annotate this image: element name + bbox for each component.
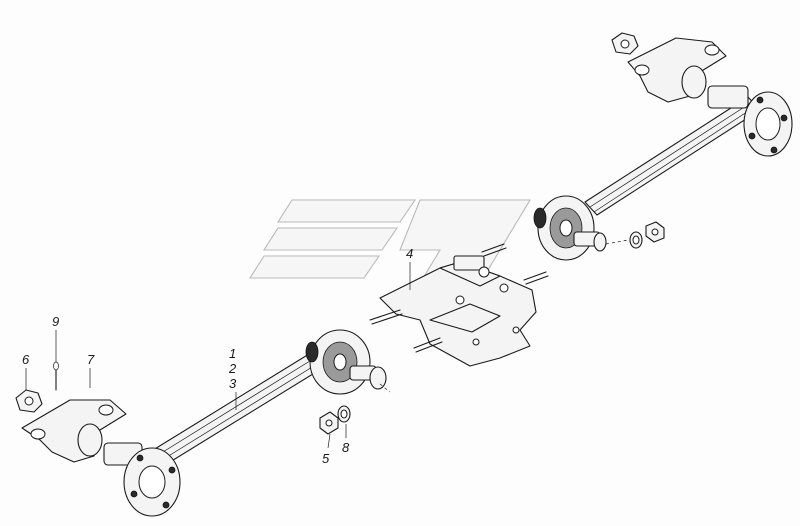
leader-lines — [25, 262, 411, 449]
callout-1: 1 — [229, 346, 236, 361]
nut-right-small — [645, 221, 665, 243]
callout-5: 5 — [322, 451, 330, 466]
callout-9: 9 — [52, 314, 59, 329]
callout-3: 3 — [229, 376, 237, 391]
tie-rod-right — [584, 96, 761, 216]
washer-left — [337, 405, 351, 423]
callout-4: 4 — [406, 246, 413, 261]
nut-left-small — [319, 411, 339, 435]
rubber-joint-left — [305, 329, 387, 395]
callout-7: 7 — [87, 352, 95, 367]
center-bracket-assembly — [369, 243, 549, 367]
callout-8: 8 — [342, 440, 350, 455]
callout-6: 6 — [22, 352, 30, 367]
cotter-pin — [53, 361, 59, 391]
callouts: 1 2 3 4 5 6 7 8 9 — [22, 246, 413, 466]
rubber-joint-right — [533, 195, 607, 261]
rod-end-flange-right — [707, 85, 793, 157]
callout-2: 2 — [228, 361, 237, 376]
bracket-left — [21, 399, 127, 463]
bracket-right — [627, 37, 727, 103]
rod-end-flange-left — [103, 442, 181, 517]
washer-right — [629, 231, 643, 249]
tie-rod-left — [144, 345, 335, 471]
nut-right-top — [611, 32, 639, 55]
nut-left — [15, 389, 43, 413]
assembly-guide-lines — [379, 239, 629, 393]
